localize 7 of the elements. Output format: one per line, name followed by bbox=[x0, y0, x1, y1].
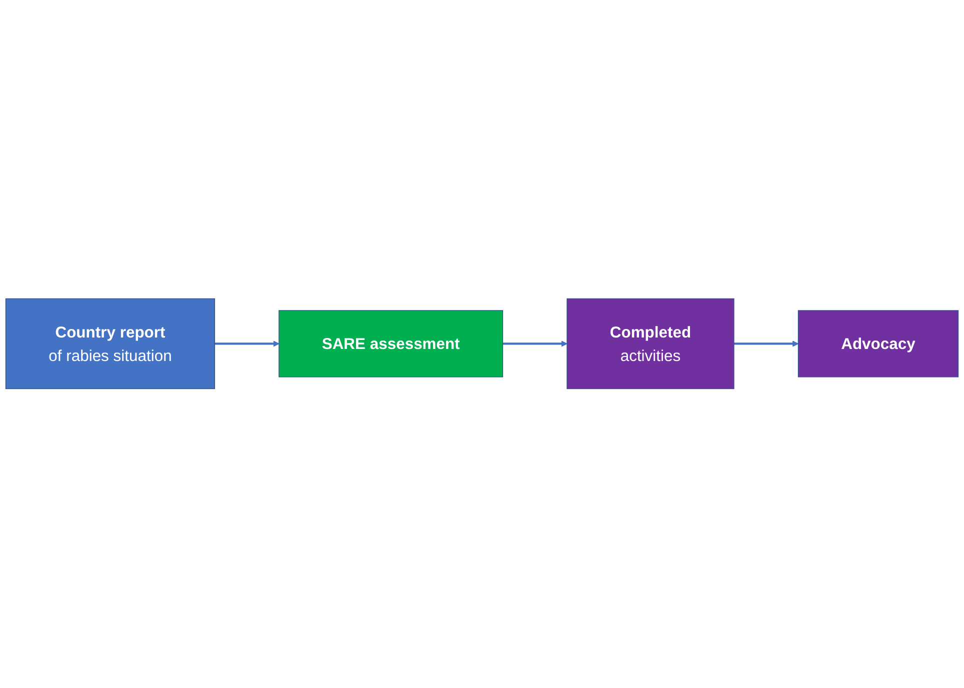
node-box: SARE assessment bbox=[278, 310, 504, 378]
arrow bbox=[734, 340, 799, 348]
node-box: Completed activities bbox=[566, 298, 734, 390]
node-box: Country report of rabies situation bbox=[5, 298, 216, 390]
node-box: Advocacy bbox=[798, 310, 959, 378]
arrow bbox=[214, 340, 280, 348]
arrow bbox=[502, 340, 568, 348]
